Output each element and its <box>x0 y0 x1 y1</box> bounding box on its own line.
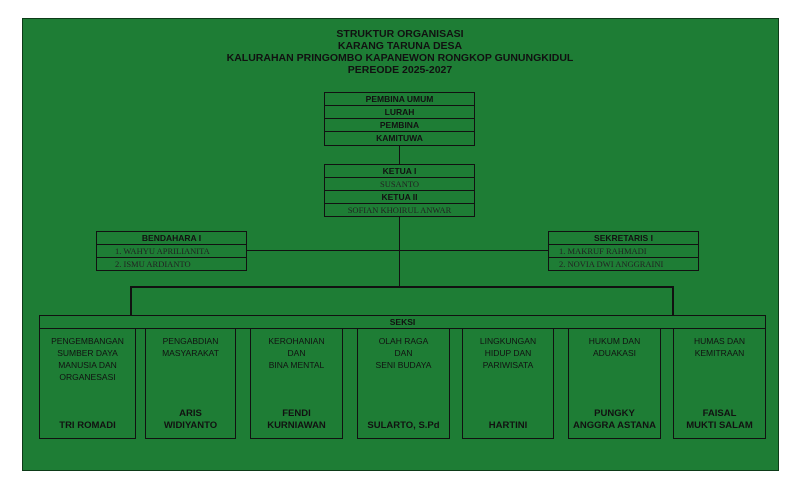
seksi-person: ARIS WIDIYANTO <box>163 408 218 431</box>
ketua1-name: SUSANTO <box>325 178 474 191</box>
chart-title: STRUKTUR ORGANISASI KARANG TARUNA DESA K… <box>0 28 800 76</box>
seksi-box: KEROHANIAN DAN BINA MENTAL FENDI KURNIAWA… <box>250 328 343 439</box>
seksi-person: PUNGKY ANGGRA ASTANA <box>572 408 657 431</box>
sekretaris-label: SEKRETARIS I <box>549 232 698 245</box>
title-line: KALURAHAN PRINGOMBO KAPANEWON RONGKOP GU… <box>226 52 574 64</box>
connector-line <box>672 286 674 315</box>
pembina-item: PEMBINA <box>325 119 474 132</box>
bendahara-label: BENDAHARA I <box>97 232 246 245</box>
sekretaris-member: 1. MAKRUF RAHMADI <box>549 245 698 258</box>
seksi-name: HUKUM DAN ADUAKASI <box>588 336 641 358</box>
seksi-name: HUMAS DAN KEMITRAAN <box>693 336 745 358</box>
pembina-box: PEMBINA UMUM LURAH PEMBINA KAMITUWA <box>324 92 475 146</box>
sekretaris-box: SEKRETARIS I 1. MAKRUF RAHMADI 2. NOVIA … <box>548 231 699 271</box>
connector-line <box>130 286 674 288</box>
bendahara-box: BENDAHARA I 1. WAHYU APRILIANITA 2. ISMU… <box>96 231 247 271</box>
ketua1-label: KETUA I <box>325 165 474 178</box>
seksi-box: LINGKUNGAN HIDUP DAN PARIWISATA HARTINI <box>462 328 554 439</box>
seksi-person: FAISAL MUKTI SALAM <box>686 408 753 431</box>
connector-line <box>399 146 400 164</box>
seksi-person: HARTINI <box>488 420 528 431</box>
connector-line <box>246 250 548 251</box>
seksi-name: LINGKUNGAN HIDUP DAN PARIWISATA <box>479 336 537 370</box>
sekretaris-member: 2. NOVIA DWI ANGGRAINI <box>559 259 664 269</box>
ketua2-label: KETUA II <box>325 191 474 204</box>
seksi-person: SULARTO, S.Pd <box>367 420 440 431</box>
seksi-person: TRI ROMADI <box>59 420 116 431</box>
title-line: STRUKTUR ORGANISASI <box>336 28 464 40</box>
pembina-header: PEMBINA UMUM <box>325 93 474 106</box>
pembina-item: KAMITUWA <box>376 133 423 143</box>
ketua-box: KETUA I SUSANTO KETUA II SOFIAN KHOIRUL … <box>324 164 475 217</box>
title-line: PEREODE 2025-2027 <box>347 64 453 76</box>
seksi-box: OLAH RAGA DAN SENI BUDAYA SULARTO, S.Pd <box>357 328 450 439</box>
seksi-name: PENGEMBANGAN SUMBER DAYA MANUSIA DAN ORG… <box>51 336 124 382</box>
seksi-name: KEROHANIAN DAN BINA MENTAL <box>268 336 325 370</box>
connector-line <box>399 217 400 288</box>
seksi-box: PENGABDIAN MASYARAKAT ARIS WIDIYANTO <box>145 328 236 439</box>
connector-line <box>130 286 132 315</box>
seksi-name: PENGABDIAN MASYARAKAT <box>162 336 219 358</box>
seksi-name: OLAH RAGA DAN SENI BUDAYA <box>375 336 432 370</box>
title-line: KARANG TARUNA DESA <box>337 40 463 52</box>
bendahara-member: 2. ISMU ARDIANTO <box>115 259 191 269</box>
seksi-box: HUMAS DAN KEMITRAAN FAISAL MUKTI SALAM <box>673 328 766 439</box>
seksi-header: SEKSI <box>39 315 766 329</box>
pembina-item: LURAH <box>325 106 474 119</box>
seksi-box: HUKUM DAN ADUAKASI PUNGKY ANGGRA ASTANA <box>568 328 661 439</box>
bendahara-member: 1. WAHYU APRILIANITA <box>97 245 246 258</box>
seksi-box: PENGEMBANGAN SUMBER DAYA MANUSIA DAN ORG… <box>39 328 136 439</box>
seksi-person: FENDI KURNIAWAN <box>267 408 326 431</box>
ketua2-name: SOFIAN KHOIRUL ANWAR <box>347 205 452 215</box>
